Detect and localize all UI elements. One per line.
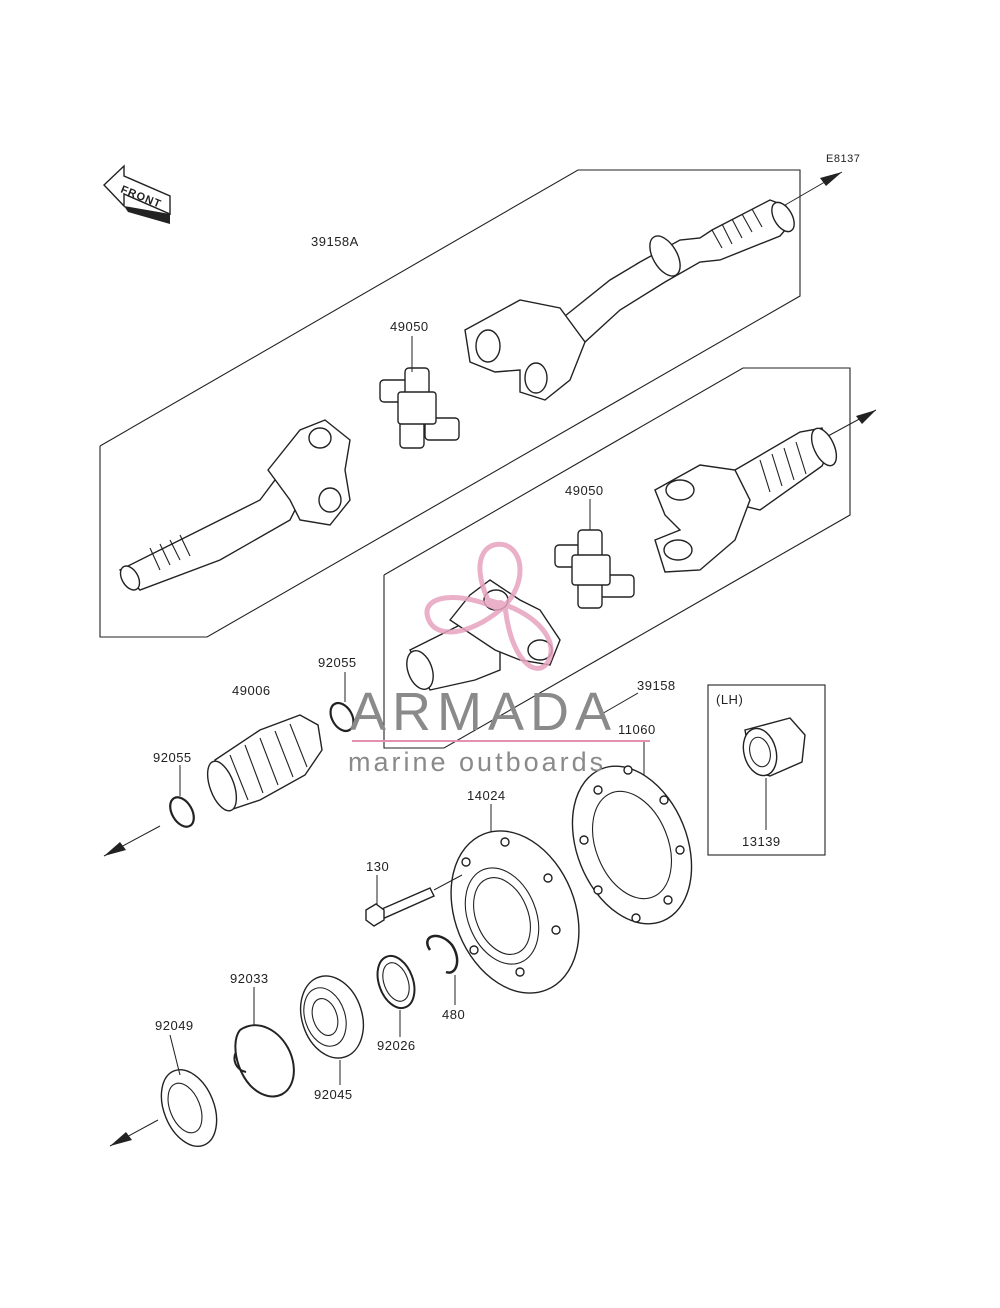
washer-92026-inner <box>382 962 410 1002</box>
label-92049: 92049 <box>155 1018 194 1033</box>
bolt-130 <box>365 874 463 927</box>
diagram-code: E8137 <box>826 153 860 165</box>
lh-box-label: (LH) <box>716 692 743 707</box>
shaft-mid-right <box>654 427 838 573</box>
label-13139: 13139 <box>742 834 781 849</box>
label-14024: 14024 <box>467 788 506 803</box>
ujoint-top <box>379 367 460 449</box>
label-11060: 11060 <box>618 722 656 737</box>
label-49006: 49006 <box>232 683 271 698</box>
oring-92055-left <box>169 796 195 828</box>
shaft-lower-left <box>118 419 351 591</box>
ujoint-mid <box>554 529 635 609</box>
boot-49006 <box>206 714 323 812</box>
label-39158A: 39158A <box>311 234 359 249</box>
oring-92055-right <box>329 701 355 733</box>
housing-14024 <box>450 830 580 994</box>
label-39158: 39158 <box>637 678 676 693</box>
label-92055-left: 92055 <box>153 750 192 765</box>
watermark-tagline: marine outboards <box>348 747 606 777</box>
axis-arrow-mid <box>827 409 877 437</box>
armada-logo-icon <box>424 541 554 671</box>
watermark-brand: ARMADA <box>350 682 617 742</box>
axis-arrow-bottom <box>109 1119 159 1147</box>
label-49050-mid: 49050 <box>565 483 604 498</box>
axis-arrow-lower <box>103 825 161 857</box>
leader-lines <box>169 336 645 1085</box>
gasket-11060 <box>571 765 693 925</box>
label-130: 130 <box>366 859 389 874</box>
seal-92049 <box>160 1069 218 1147</box>
label-49050-top: 49050 <box>390 319 429 334</box>
assembly-outline-39158 <box>383 367 851 749</box>
front-arrow-icon: FRONT <box>103 164 171 224</box>
label-92026: 92026 <box>377 1038 416 1053</box>
shaft-mid-left <box>406 579 561 691</box>
bearing-92045 <box>299 975 365 1059</box>
washer-92026 <box>376 954 416 1010</box>
label-92055-right: 92055 <box>318 655 357 670</box>
axis-arrow-top <box>779 171 843 209</box>
label-92045: 92045 <box>314 1087 353 1102</box>
shaft-upper-right <box>464 199 795 401</box>
label-480: 480 <box>442 1007 465 1022</box>
snapring-92033 <box>233 1024 295 1098</box>
circlip-480 <box>426 934 459 974</box>
label-92033: 92033 <box>230 971 269 986</box>
lh-detail-box: (LH) <box>707 684 826 856</box>
assembly-outline-39158A <box>99 169 801 638</box>
